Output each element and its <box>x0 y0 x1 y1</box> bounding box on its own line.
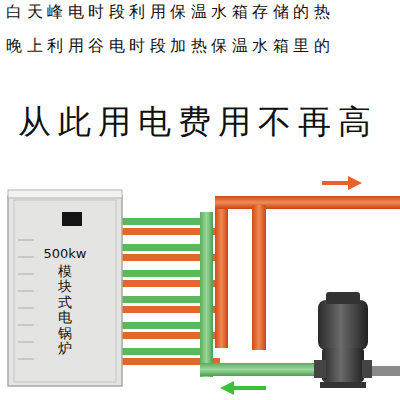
power-rating: 500kw <box>14 246 116 261</box>
circulation-pump <box>314 292 372 388</box>
flow-arrow <box>220 381 266 395</box>
louver <box>18 341 34 343</box>
cold-stub <box>118 244 204 251</box>
louver <box>18 256 34 258</box>
louver <box>18 239 34 241</box>
cold-stub <box>118 270 204 277</box>
boiler-cabinet-art <box>8 190 122 386</box>
louver <box>18 324 34 326</box>
cold-stub <box>118 218 204 225</box>
cold-stub <box>118 296 204 303</box>
note-text: 晚上利用谷电时段加热保温水箱里的 <box>6 36 334 57</box>
cold-return-pipe <box>200 363 330 376</box>
cold-stub <box>118 348 204 355</box>
headline: 从此用电费用不再高 <box>18 100 378 145</box>
louver <box>18 307 34 309</box>
pump-outlet <box>368 366 400 376</box>
cold-header <box>200 212 213 377</box>
louver <box>18 273 34 275</box>
louver <box>18 358 34 360</box>
boiler-cabinet: 500kw 模块式电锅炉 <box>14 200 116 382</box>
hot-riser <box>252 205 266 350</box>
cold-stub <box>118 322 204 329</box>
hot-header <box>215 198 228 348</box>
louver <box>18 290 34 292</box>
flow-arrow <box>322 176 362 190</box>
boiler-name: 模块式电锅炉 <box>58 264 72 356</box>
hot-main-pipe <box>215 196 400 209</box>
note-text: 白天峰电时段利用保温水箱存储的热 <box>6 2 334 23</box>
